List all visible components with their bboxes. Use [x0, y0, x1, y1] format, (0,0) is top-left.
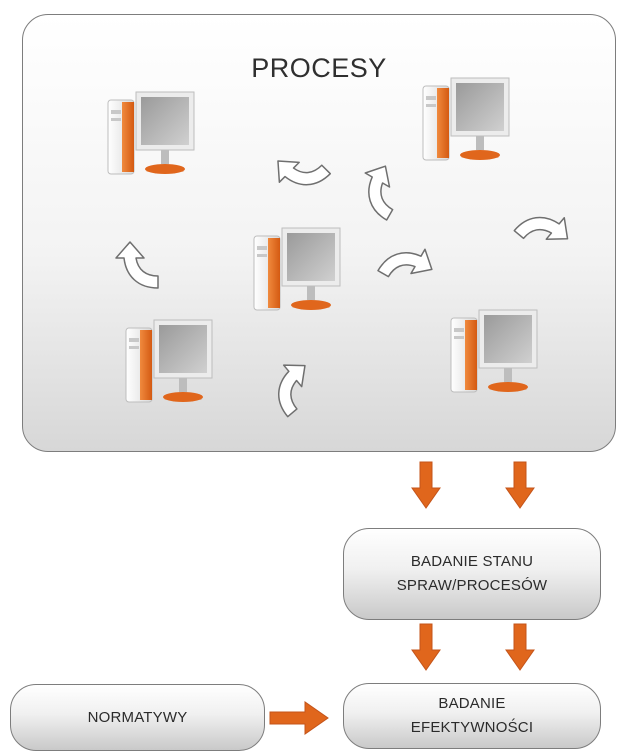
curved-arrow-icon — [259, 354, 324, 418]
curved-arrow-icon — [115, 241, 159, 289]
down-arrow-icon — [411, 461, 441, 509]
curved-arrow-icon — [513, 197, 578, 261]
computer-icon — [125, 319, 213, 403]
efficiency-analysis-box: BADANIE EFEKTYWNOŚCI — [343, 683, 601, 749]
computer-icon — [450, 309, 538, 393]
computer-icon — [422, 77, 510, 161]
norms-box: NORMATYWY — [10, 684, 265, 751]
curved-arrow-icon — [267, 140, 332, 205]
state-box-line2: SPRAW/PROCESÓW — [396, 577, 548, 594]
curved-arrow-icon — [377, 233, 440, 295]
norms-box-label: NORMATYWY — [87, 708, 188, 726]
curved-arrow-icon — [349, 158, 411, 221]
panel-title: PROCESY — [251, 53, 387, 83]
down-arrow-icon — [505, 461, 535, 509]
computer-icon — [107, 91, 195, 175]
state-analysis-box: BADANIE STANU SPRAW/PROCESÓW — [343, 528, 601, 620]
down-arrow-icon — [411, 623, 441, 671]
down-arrow-icon — [505, 623, 535, 671]
right-arrow-icon — [269, 701, 329, 735]
computer-icon — [253, 227, 341, 311]
efficiency-box-line1: BADANIE — [438, 695, 506, 712]
efficiency-box-line2: EFEKTYWNOŚCI — [410, 719, 534, 736]
state-box-line1: BADANIE STANU — [410, 553, 534, 570]
